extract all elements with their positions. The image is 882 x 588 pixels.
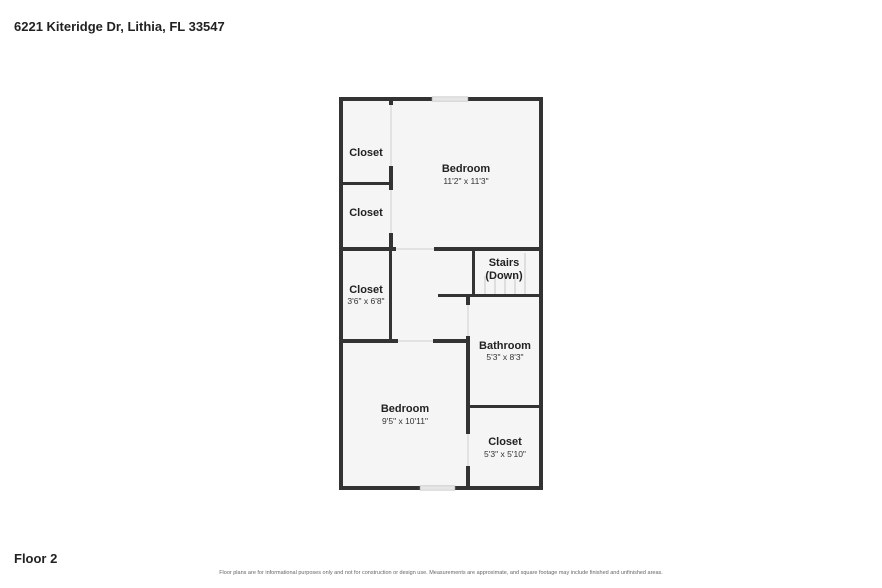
room-label-closet-top-2: Closet [349, 207, 383, 219]
stair-treads [484, 253, 526, 294]
room-label-closet-bottom: Closet [488, 436, 522, 448]
windows [419, 96, 469, 491]
floor-label: Floor 2 [14, 551, 58, 566]
room-label-closet-top-1: Closet [349, 147, 383, 159]
floor-area [340, 98, 542, 489]
room-dims-closet-bottom: 5'3" x 5'10" [484, 449, 526, 459]
room-label-bedroom-top: Bedroom [442, 163, 491, 175]
door-openings [390, 105, 469, 466]
disclaimer: Floor plans are for informational purpos… [219, 570, 663, 576]
room-dims-closet-mid: 3'6" x 6'8" [347, 296, 384, 306]
room-dims-bedroom-bottom: 9'5" x 10'11" [382, 416, 428, 426]
room-label-closet-mid: Closet [349, 284, 383, 296]
room-label-bedroom-bottom: Bedroom [381, 403, 430, 415]
room-label-stairs: Stairs [489, 257, 520, 269]
property-address: 6221 Kiteridge Dr, Lithia, FL 33547 [14, 19, 225, 34]
interior-walls [343, 101, 539, 486]
room-dims-bedroom-top: 11'2" x 11'3" [443, 176, 488, 186]
room-label-stairs-down: (Down) [485, 270, 523, 282]
room-label-bathroom: Bathroom [479, 340, 531, 352]
room-dims-bathroom: 5'3" x 8'3" [486, 352, 523, 362]
